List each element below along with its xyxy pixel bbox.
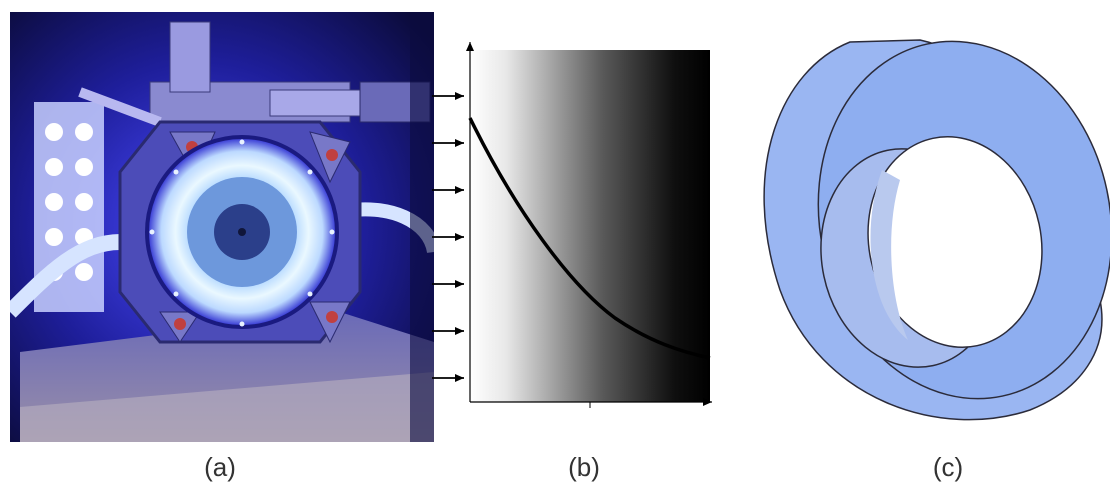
caption-a: (a): [204, 452, 236, 482]
annulus-hole: [867, 136, 1043, 348]
photo-optical-cell: [10, 12, 434, 442]
caption-b: (b): [568, 452, 600, 482]
annulus-inner-wall-shade: [870, 170, 908, 340]
gradient-decay-diagram: [420, 40, 720, 420]
right-arrow-icon-group: [432, 92, 464, 382]
caption-c: (c): [932, 452, 964, 482]
decay-curve: [468, 117, 711, 360]
annulus-svg: [763, 39, 1110, 421]
absorption-gradient: [470, 50, 710, 402]
gradient-svg: [432, 42, 712, 408]
annulus-3d-diagram: [740, 20, 1110, 440]
optical-cell-photo: [10, 12, 434, 442]
